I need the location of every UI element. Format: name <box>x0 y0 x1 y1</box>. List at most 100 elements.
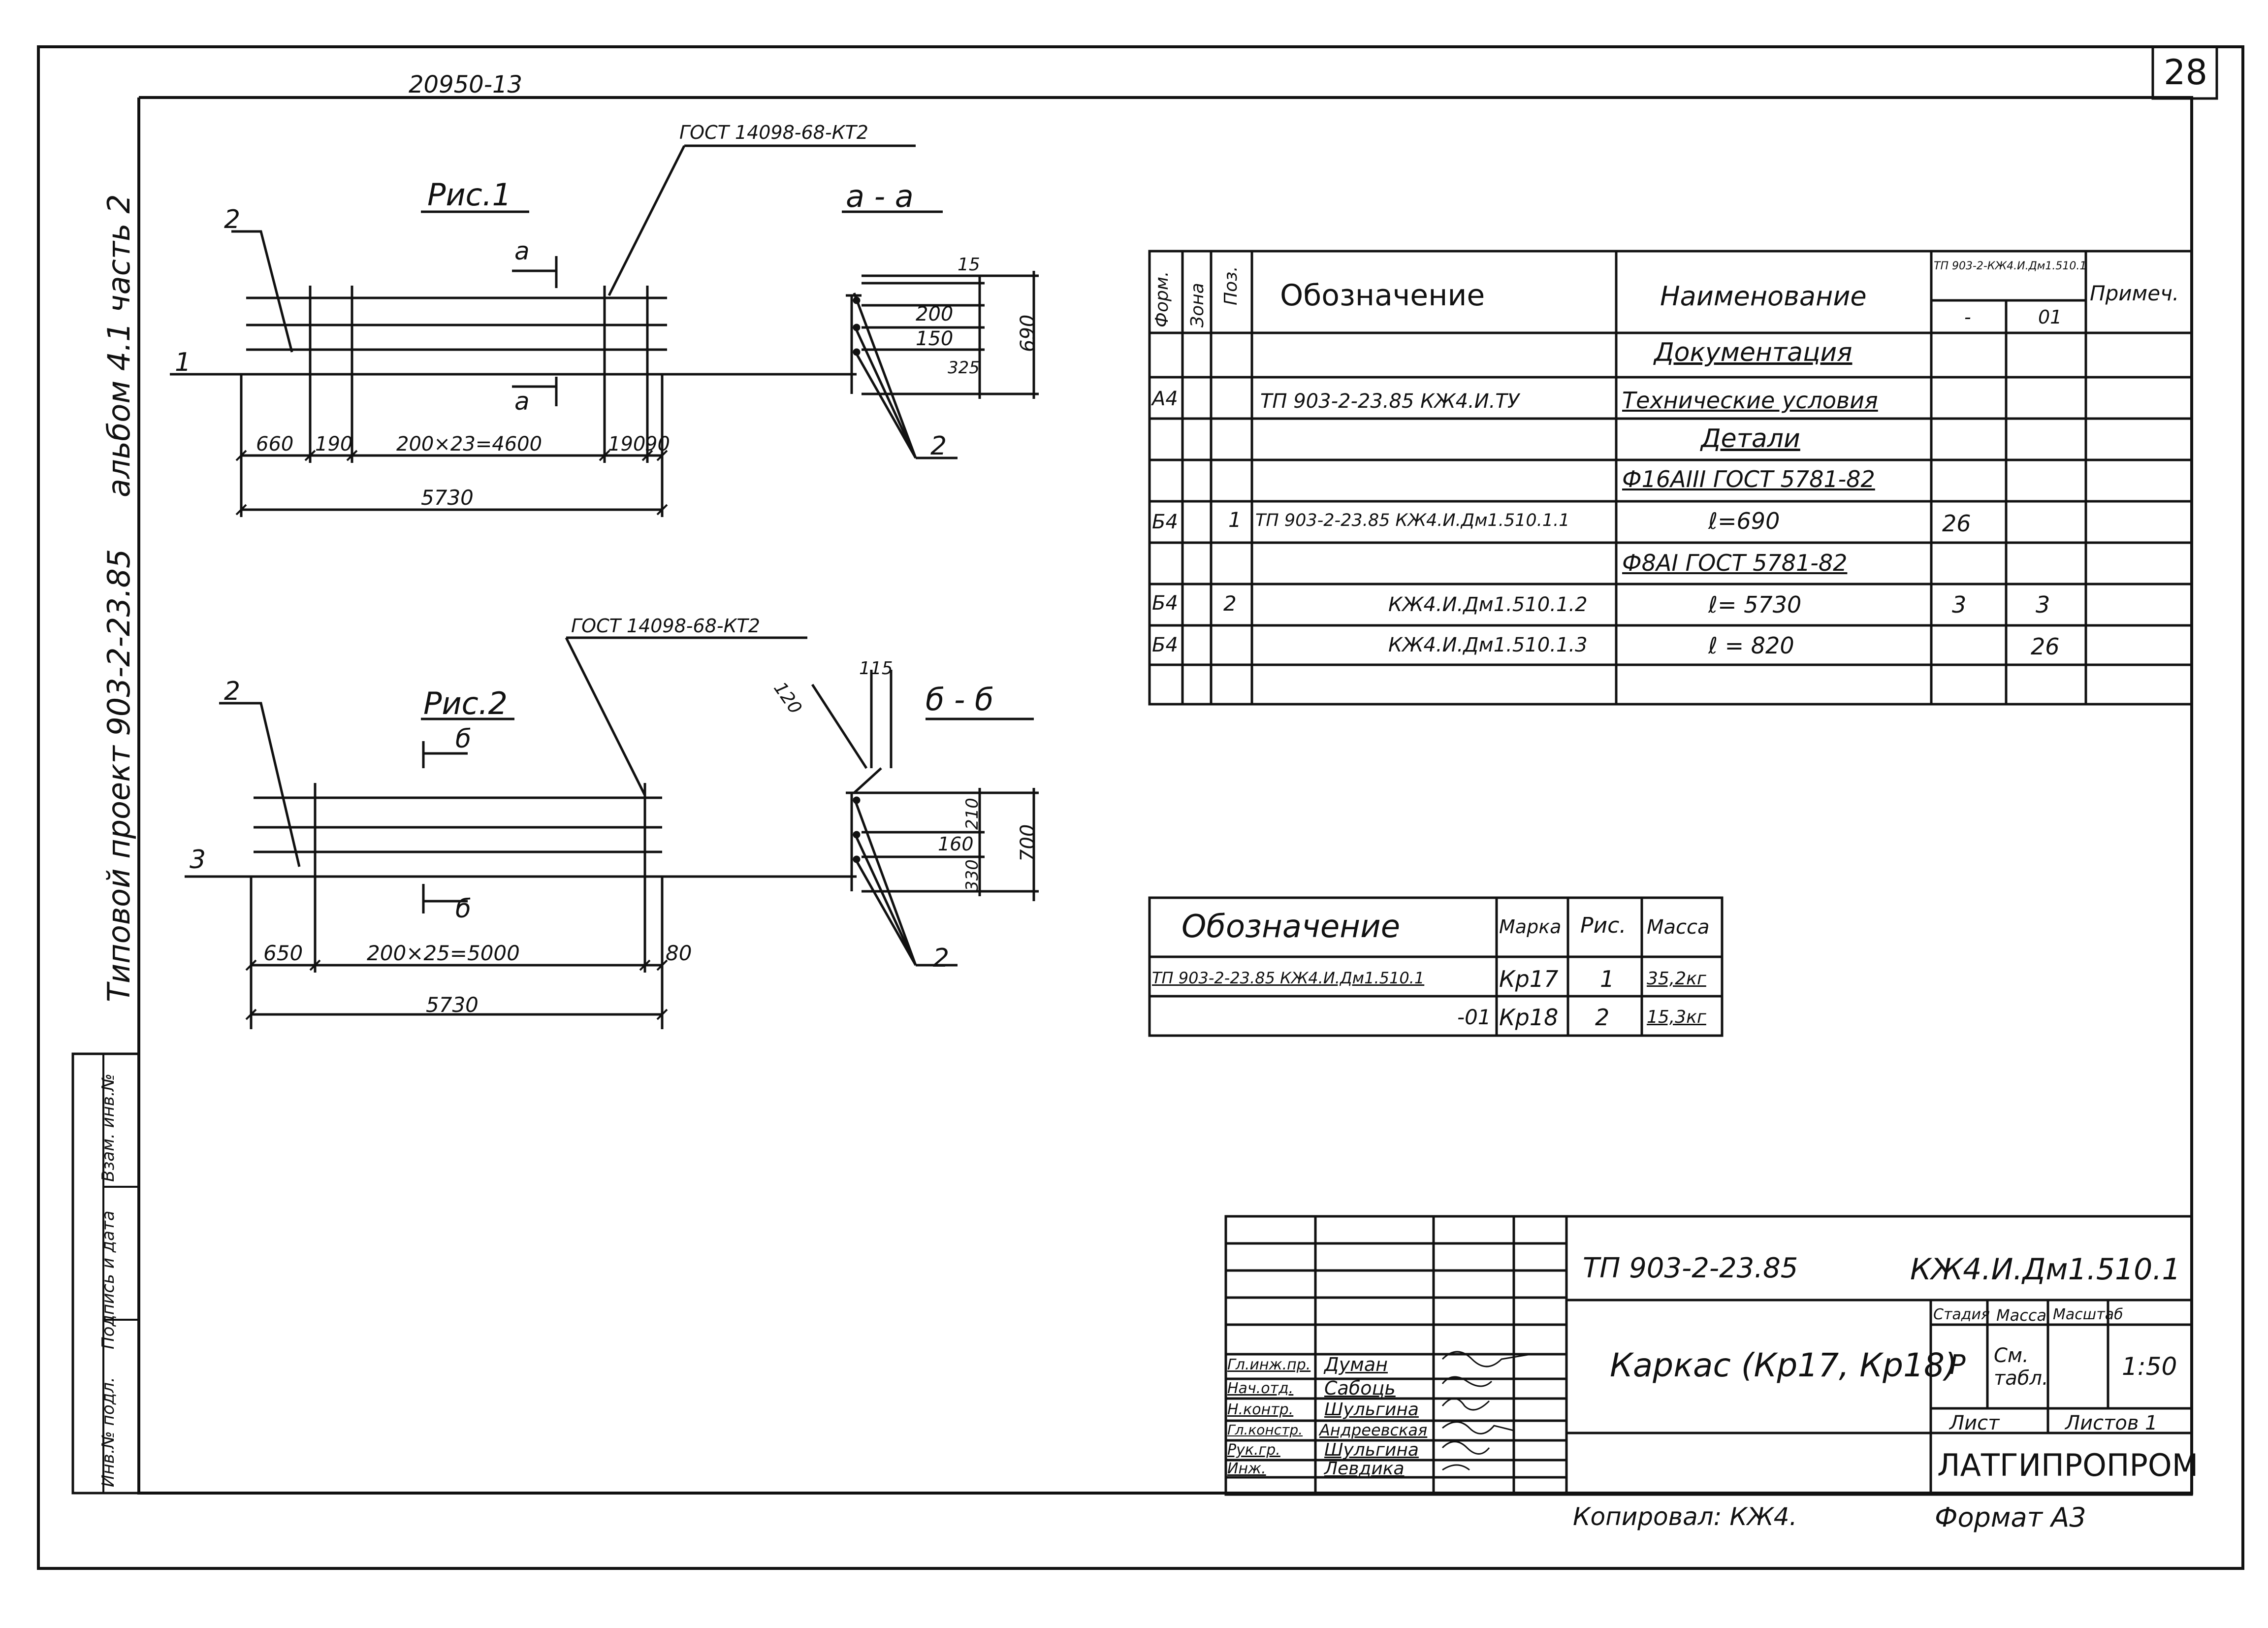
mark-row-0-mass: 35,2кг <box>1647 969 1706 989</box>
fig1-sec-690: 690 <box>1017 314 1039 352</box>
signatures <box>1441 1351 1532 1471</box>
mark-row-1-fig: 2 <box>1595 1004 1610 1031</box>
spec-row-7-qty-b: 26 <box>2031 633 2060 660</box>
tb-scale: 1:50 <box>2122 1352 2177 1381</box>
fig2-dim-5000: 200×25=5000 <box>367 941 520 965</box>
footer-copied: Копировал: КЖ4. <box>1573 1502 1797 1531</box>
spec-row-6-pos: 2 <box>1223 591 1237 616</box>
fig1-pos-2: 2 <box>224 205 241 234</box>
mark-header-mass: Масса <box>1647 916 1710 939</box>
side-field-inv: Инв.№ подл. <box>98 1377 118 1487</box>
spec-header-qty-top: ТП 903-2-КЖ4.И.Дм1.510.1 <box>1934 260 2087 272</box>
fig1-title: Рис.1 <box>427 177 511 213</box>
outer-frame <box>37 45 2244 1570</box>
fig2-sec-pos-2: 2 <box>933 944 950 973</box>
tb-signer-4-name: Шульгина <box>1324 1440 1419 1460</box>
fig1-dim-90: 90 <box>645 433 670 456</box>
tb-stage-label: Стадия <box>1933 1306 1990 1323</box>
fig1-sec-15: 15 <box>958 255 980 275</box>
fig1-drawing <box>170 144 1039 517</box>
side-field-sign: Подпись и дата <box>98 1210 118 1349</box>
mark-row-0-fig: 1 <box>1600 966 1615 992</box>
tb-signer-4-role: Рук.гр. <box>1227 1441 1280 1459</box>
tb-signer-1-role: Нач.отд. <box>1227 1380 1294 1397</box>
spec-header-designation: Обозначение <box>1280 278 1485 313</box>
tb-mass: См. табл. <box>1994 1344 2048 1390</box>
fig2-drawing <box>185 636 1039 1029</box>
spec-row-7-format: Б4 <box>1152 634 1178 656</box>
mark-row-1-designation: -01 <box>1457 1005 1491 1029</box>
fig2-dim-650: 650 <box>263 941 303 965</box>
fig1-section-mark-top: а <box>514 237 530 265</box>
spec-header-qty-b: 01 <box>2038 306 2062 328</box>
spec-row-3-name: Ф16АIII ГОСТ 5781-82 <box>1622 466 1875 492</box>
fig1-pos-1: 1 <box>175 348 192 377</box>
archive-code: 20950-13 <box>409 71 523 98</box>
mark-table-grid <box>1148 896 1724 1037</box>
fig1-dim-4600: 200×23=4600 <box>396 433 543 456</box>
fig2-sec-115: 115 <box>859 658 893 679</box>
fig1-sec-200: 200 <box>916 303 954 326</box>
fig2-sec-160: 160 <box>938 833 974 855</box>
spec-row-7-designation: КЖ4.И.Дм1.510.1.3 <box>1388 634 1588 656</box>
tb-signer-3-name: Андреевская <box>1319 1421 1428 1439</box>
tb-sheet-label: Лист <box>1949 1412 2000 1434</box>
mark-header-mark: Марка <box>1499 916 1562 938</box>
tb-signer-0-name: Думан <box>1324 1354 1388 1375</box>
spec-row-6-format: Б4 <box>1152 592 1178 615</box>
fig2-sec-210: 210 <box>962 798 982 830</box>
side-field-replace: Взам. инв.№ <box>98 1073 118 1182</box>
tb-title: Каркас (Кр17, Кр18) <box>1610 1346 1957 1384</box>
mark-header-designation: Обозначение <box>1182 909 1401 945</box>
spec-row-1-name: Технические условия <box>1622 387 1878 414</box>
fig2-title: Рис.2 <box>423 685 508 721</box>
fig2-pos-3: 3 <box>190 845 206 875</box>
tb-scale-label: Масштаб <box>2053 1306 2123 1323</box>
fig2-sec-330: 330 <box>962 859 982 891</box>
fig1-dim-190a: 190 <box>315 433 353 456</box>
spec-header-pos: Поз. <box>1221 266 1241 305</box>
mark-header-fig: Рис. <box>1580 913 1627 938</box>
tb-sheets-label: Листов 1 <box>2065 1412 2158 1434</box>
tb-signer-3-role: Гл.констр. <box>1227 1422 1303 1438</box>
spec-header-format: Форм. <box>1152 271 1172 327</box>
spec-row-1-designation: ТП 903-2-23.85 КЖ4.И.ТУ <box>1260 390 1520 413</box>
mark-row-1-mass: 15,3кг <box>1647 1007 1706 1027</box>
tb-signer-5-role: Инж. <box>1227 1460 1266 1477</box>
fig1-sec-150: 150 <box>916 327 954 350</box>
tb-signer-0-role: Гл.инж.пр. <box>1227 1356 1311 1373</box>
spec-row-4-qty-a: 26 <box>1942 510 1971 537</box>
tb-signer-1-name: Сабоць <box>1324 1377 1396 1399</box>
spec-row-4-pos: 1 <box>1228 508 1242 532</box>
spec-row-6-qty-b: 3 <box>2036 591 2050 618</box>
footer-format: Формат А3 <box>1935 1502 2086 1533</box>
fig2-pos-2: 2 <box>224 677 241 706</box>
tb-stage: Р <box>1949 1349 1966 1380</box>
fig1-gost-note: ГОСТ 14098-68-КТ2 <box>679 122 868 143</box>
tb-mass-label: Масса <box>1996 1306 2047 1325</box>
spec-row-4-designation: ТП 903-2-23.85 КЖ4.И.Дм1.510.1.1 <box>1255 511 1570 530</box>
spec-row-4-format: Б4 <box>1152 511 1178 533</box>
fig2-section-mark-bottom: б <box>455 894 472 924</box>
tb-org: ЛАТГИПРОПРОМ <box>1937 1447 2199 1483</box>
spec-header-zone: Зона <box>1187 283 1208 327</box>
fig1-overall: 5730 <box>421 486 474 510</box>
mark-row-1-mark: Кр18 <box>1499 1004 1559 1031</box>
tb-signer-2-role: Н.контр. <box>1227 1401 1294 1418</box>
spec-row-6-qty-a: 3 <box>1952 591 1967 618</box>
mark-row-0-designation: ТП 903-2-23.85 КЖ4.И.Дм1.510.1 <box>1152 969 1425 987</box>
sheet-number-box <box>2151 45 2218 100</box>
spec-header-name: Наименование <box>1660 281 1867 312</box>
fig1-dim-190b: 190 <box>608 433 646 456</box>
spec-row-7-name: ℓ = 820 <box>1708 632 1794 659</box>
tb-signer-2-name: Шульгина <box>1324 1400 1419 1420</box>
fig1-dim-660: 660 <box>256 433 294 456</box>
tb-doc-code: КЖ4.И.Дм1.510.1 <box>1910 1252 2181 1287</box>
sheet-number: 28 <box>2164 52 2208 93</box>
fig2-overall: 5730 <box>426 993 479 1017</box>
fig2-sec-700: 700 <box>1017 824 1039 862</box>
mark-row-0-mark: Кр17 <box>1499 966 1559 992</box>
title-block-grid <box>1224 1215 2193 1496</box>
spec-row-1-format: А4 <box>1152 388 1178 410</box>
